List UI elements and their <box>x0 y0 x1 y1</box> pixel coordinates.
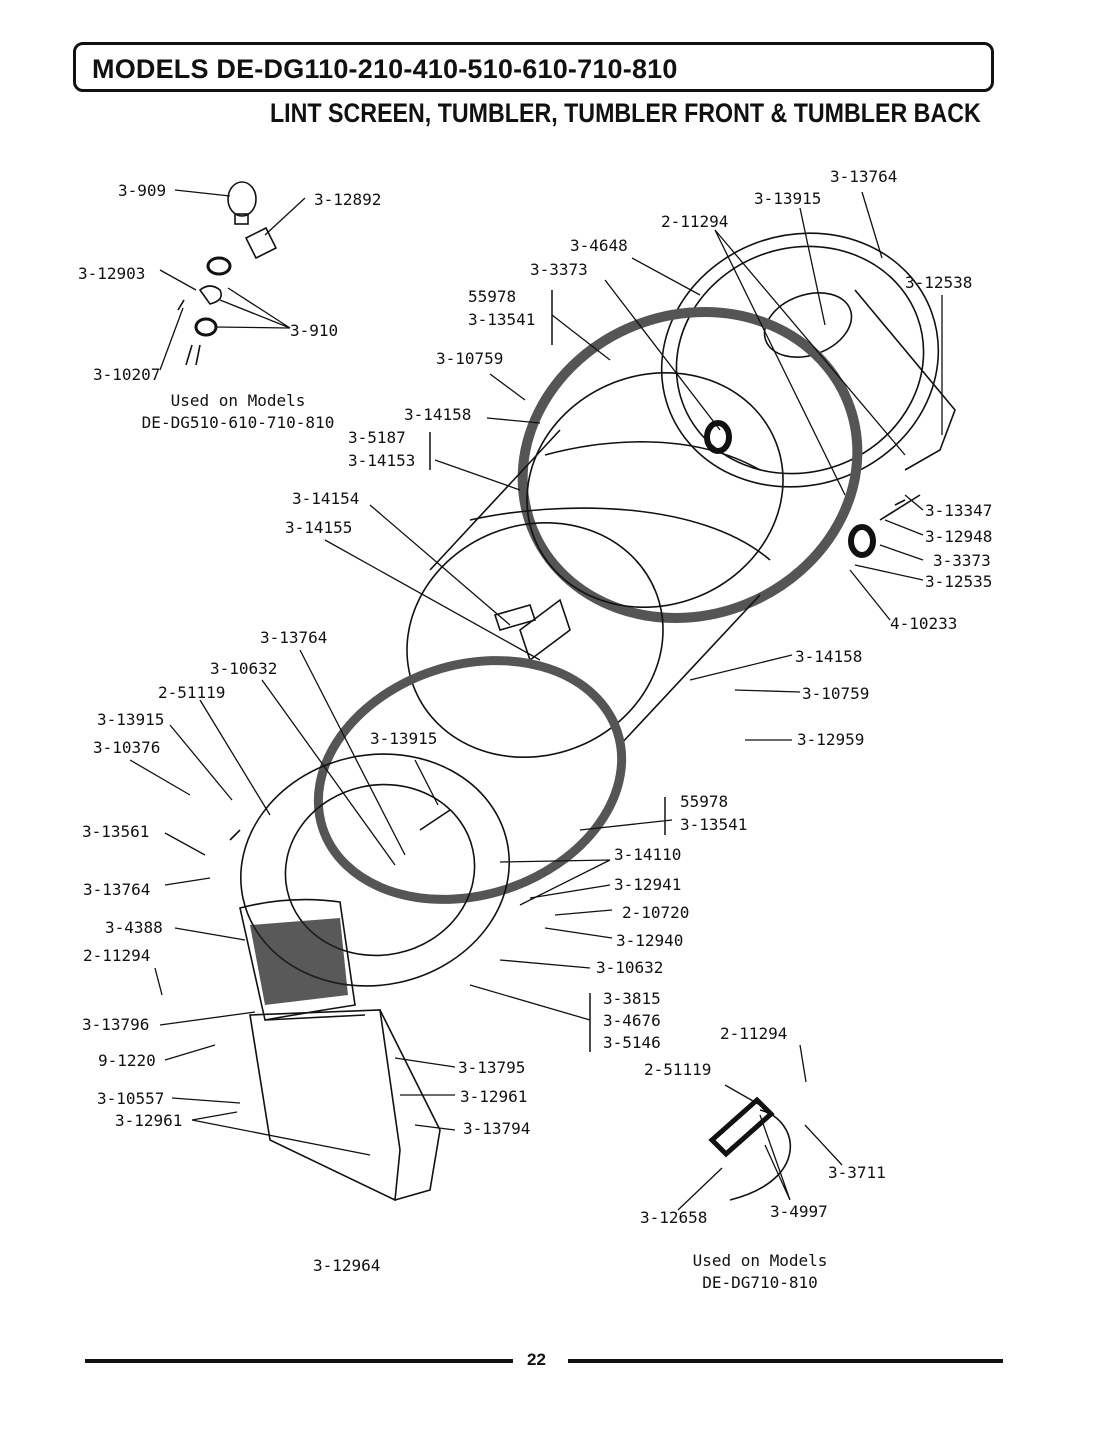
part-label: 3-13541 <box>468 310 536 329</box>
part-label: 3-14154 <box>292 489 360 508</box>
part-label: 2-51119 <box>644 1060 712 1079</box>
part-label: 3-13915 <box>97 710 165 729</box>
part-label: 3-10759 <box>802 684 870 703</box>
part-label: 3-4648 <box>570 236 628 255</box>
part-label: 3-14155 <box>285 518 353 537</box>
part-label: 3-12892 <box>314 190 382 209</box>
models-note-bulb: Used on Models DE-DG510-610-710-810 <box>128 390 348 434</box>
part-label: 3-4676 <box>603 1011 661 1030</box>
part-label: 3-10632 <box>596 958 664 977</box>
part-label: 3-12961 <box>460 1087 528 1106</box>
part-label: 3-14110 <box>614 845 682 864</box>
part-label: 3-12959 <box>797 730 865 749</box>
part-label: 3-10557 <box>97 1089 165 1108</box>
part-label: 3-12961 <box>115 1111 183 1130</box>
part-label: 3-13561 <box>82 822 150 841</box>
part-label: 3-13764 <box>830 167 898 186</box>
part-label: 3-12535 <box>925 572 993 591</box>
tumbler-back-drawing <box>660 232 956 488</box>
part-label: 3-13764 <box>260 628 328 647</box>
lamp-assembly-drawing <box>177 181 278 366</box>
part-label: 3-10632 <box>210 659 278 678</box>
footer-rule-right <box>568 1359 1003 1363</box>
part-label: 2-11294 <box>720 1024 788 1043</box>
section-subtitle: LINT SCREEN, TUMBLER, TUMBLER FRONT & TU… <box>270 98 981 128</box>
part-label: 3-13764 <box>83 880 151 899</box>
part-label: 3-3373 <box>530 260 588 279</box>
part-label: 2-51119 <box>158 683 226 702</box>
footer-rule-left <box>85 1359 513 1363</box>
lint-screen-drawing <box>239 898 356 1021</box>
rear-seal-ring-drawing <box>517 307 863 623</box>
part-label: 3-14158 <box>795 647 863 666</box>
part-label: 3-12941 <box>614 875 682 894</box>
part-label: 3-5187 <box>348 428 406 447</box>
part-label: 9-1220 <box>98 1051 156 1070</box>
part-label: 2-10720 <box>622 903 690 922</box>
part-label: 2-11294 <box>83 946 151 965</box>
part-label: 3-10759 <box>436 349 504 368</box>
tumbler-drum-drawing <box>406 371 784 759</box>
part-label: 3-12948 <box>925 527 993 546</box>
part-label: 3-12903 <box>78 264 146 283</box>
note-line: Used on Models <box>170 391 306 410</box>
note-line: DE-DG510-610-710-810 <box>141 413 335 432</box>
lint-duct-drawing <box>249 1009 441 1202</box>
support-rollers-drawing <box>704 420 921 558</box>
leader-lines <box>129 189 943 1211</box>
part-label: 3-909 <box>118 181 167 200</box>
part-label: 3-13915 <box>754 189 822 208</box>
part-label: 3-13541 <box>680 815 748 834</box>
part-label: 3-10376 <box>93 738 161 757</box>
part-label: 3-12538 <box>905 273 973 292</box>
part-label: 3-12940 <box>616 931 684 950</box>
part-label: 55978 <box>680 792 729 811</box>
part-label: 3-10207 <box>93 365 161 384</box>
part-label: 3-4388 <box>105 918 163 937</box>
part-label: 3-13795 <box>458 1058 526 1077</box>
models-title: MODELS DE-DG110-210-410-510-610-710-810 <box>92 54 678 84</box>
part-label: 3-13796 <box>82 1015 150 1034</box>
part-label: 3-14158 <box>404 405 472 424</box>
door-handle-drawing <box>708 1096 791 1201</box>
note-line: DE-DG710-810 <box>702 1273 818 1292</box>
front-seal-ring-drawing <box>313 656 627 904</box>
part-label: 3-3373 <box>933 551 991 570</box>
part-label: 3-13347 <box>925 501 993 520</box>
part-label: 3-3815 <box>603 989 661 1008</box>
page-number: 22 <box>527 1350 546 1369</box>
part-label: 3-910 <box>290 321 339 340</box>
part-label: 3-13915 <box>370 729 438 748</box>
part-label: 3-4997 <box>770 1202 828 1221</box>
models-note-handle: Used on Models DE-DG710-810 <box>660 1250 860 1294</box>
part-label: 3-3711 <box>828 1163 886 1182</box>
part-label: 3-12658 <box>640 1208 708 1227</box>
title-frame <box>73 42 994 92</box>
part-label: 3-13794 <box>463 1119 531 1138</box>
part-label: 3-5146 <box>603 1033 661 1052</box>
note-line: Used on Models <box>692 1251 828 1270</box>
part-label: 55978 <box>468 287 517 306</box>
part-label: 2-11294 <box>661 212 729 231</box>
part-label: 3-14153 <box>348 451 416 470</box>
part-label: 4-10233 <box>890 614 958 633</box>
tumbler-front-drawing <box>229 753 510 987</box>
part-label: 3-12964 <box>313 1256 381 1275</box>
